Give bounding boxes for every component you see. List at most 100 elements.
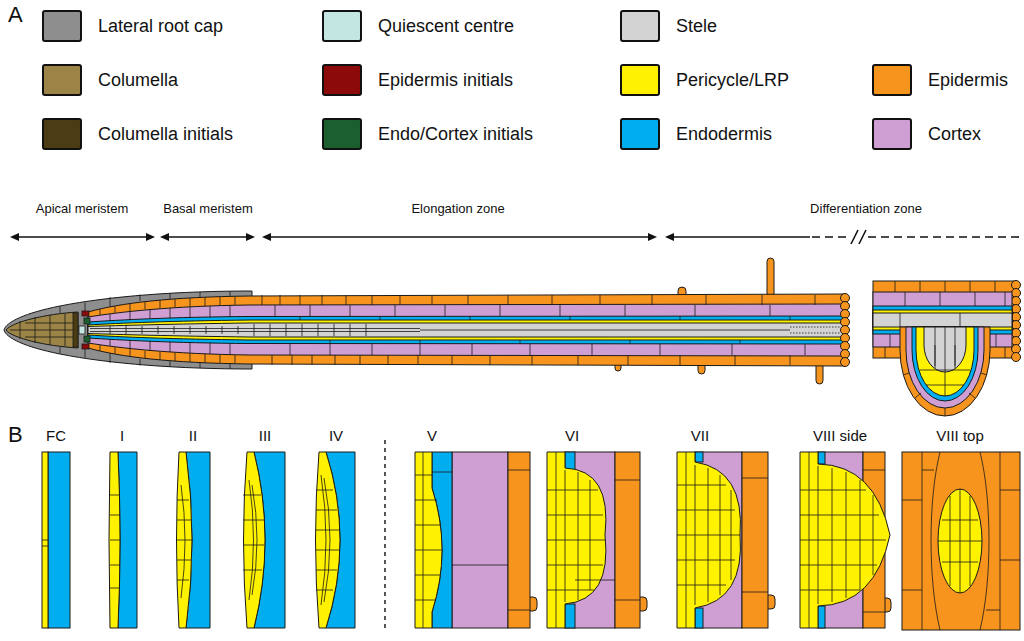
primary-root [79, 326, 85, 334]
stage-ii [177, 452, 211, 628]
primary-root [88, 294, 845, 366]
stage-viii-top [938, 489, 982, 593]
primary-root [90, 329, 790, 332]
legend-swatch [872, 118, 912, 150]
zone-arrows [851, 230, 866, 244]
stage-divider [385, 440, 386, 632]
stage-viii-side [800, 452, 891, 628]
stage-viii-top [938, 489, 982, 593]
zone-arrows [146, 233, 155, 241]
legend-text: Endo/Cortex initials [378, 118, 533, 150]
stage-label: III [259, 427, 272, 445]
stage-vii [677, 452, 768, 628]
zone-label: Basal meristem [163, 201, 253, 217]
legend-swatch [42, 118, 82, 150]
lateral-root-section [895, 281, 1005, 306]
legend-swatch [322, 118, 362, 150]
primary-root [110, 339, 230, 355]
stage-iii [243, 452, 285, 628]
legend-text: Columella initials [98, 118, 233, 150]
stage-label: VI [565, 427, 579, 445]
legend-swatch [42, 10, 82, 42]
primary-root [275, 305, 770, 316]
primary-root [84, 318, 90, 324]
stage-viii-side [800, 452, 886, 628]
stage-fc [42, 540, 48, 546]
legend-text: Lateral root cap [98, 10, 223, 42]
zone-arrows [160, 233, 169, 241]
primary-root [110, 306, 230, 322]
stage-viii-top [902, 452, 1020, 630]
primary-root [4, 258, 850, 384]
zone-label: Differentiation zone [810, 201, 922, 217]
panel-letter: A [8, 2, 23, 28]
stage-iii [243, 480, 264, 600]
stage-v [508, 452, 530, 628]
stage-fc [42, 452, 48, 628]
lateral-root-section [873, 313, 1012, 327]
stage-iv [316, 475, 339, 605]
stage-viii-top [902, 452, 1020, 630]
primary-root [88, 304, 845, 356]
zone-arrows [268, 236, 651, 238]
zone-arrows [671, 236, 810, 238]
stage-v [415, 452, 442, 628]
zone-arrows [166, 236, 249, 238]
zone-arrows [246, 233, 255, 241]
lateral-root-section [920, 327, 970, 396]
primary-root [290, 344, 805, 355]
stage-viii-side [800, 452, 890, 628]
primary-root [60, 347, 230, 369]
primary-root [84, 336, 90, 342]
stage-divider [384, 440, 385, 632]
legend-text: Cortex [928, 118, 981, 150]
stage-label: FC [46, 427, 66, 445]
primary-root [262, 295, 815, 305]
stage-iii [244, 452, 266, 628]
stage-vii [695, 452, 703, 462]
stage-label: II [189, 427, 197, 445]
legend-swatch [620, 10, 660, 42]
zone-arrows [10, 233, 19, 241]
primary-root [841, 358, 850, 367]
stage-v [415, 452, 537, 628]
legend-text: Stele [676, 10, 717, 42]
primary-root [82, 311, 89, 316]
zone-arrows [16, 236, 149, 238]
stage-ii [177, 452, 193, 628]
stage-v [452, 452, 508, 628]
zone-arrows [665, 233, 674, 241]
primary-root [767, 258, 774, 298]
primary-root [100, 345, 235, 364]
primary-root [82, 344, 89, 349]
zone-arrows [868, 236, 1020, 238]
legend-swatch [620, 64, 660, 96]
stage-v [415, 452, 530, 628]
legend-text: Columella [98, 64, 178, 96]
stage-label: VIII top [936, 427, 984, 445]
primary-root [88, 323, 845, 337]
stage-iv [316, 452, 341, 628]
stage-i [109, 452, 137, 628]
stage-label: IV [329, 427, 343, 445]
stage-vii [695, 608, 703, 628]
lateral-root-section [916, 327, 974, 396]
primary-root [88, 320, 845, 340]
primary-root [60, 291, 230, 313]
stage-iv [316, 452, 356, 628]
stage-label: V [427, 427, 437, 445]
legend-swatch [872, 64, 912, 96]
zone-label: Elongation zone [411, 201, 504, 217]
legend-text: Epidermis [928, 64, 1008, 96]
stage-ii [177, 485, 192, 598]
stage-viii-top [902, 452, 1020, 630]
stage-vii [677, 452, 775, 628]
stage-vi [565, 452, 575, 470]
stage-viii-side [818, 452, 825, 464]
zone-label: Apical meristem [36, 201, 128, 217]
stage-label: VII [691, 427, 709, 445]
legend-text: Endodermis [676, 118, 772, 150]
lateral-root-section [912, 327, 978, 401]
